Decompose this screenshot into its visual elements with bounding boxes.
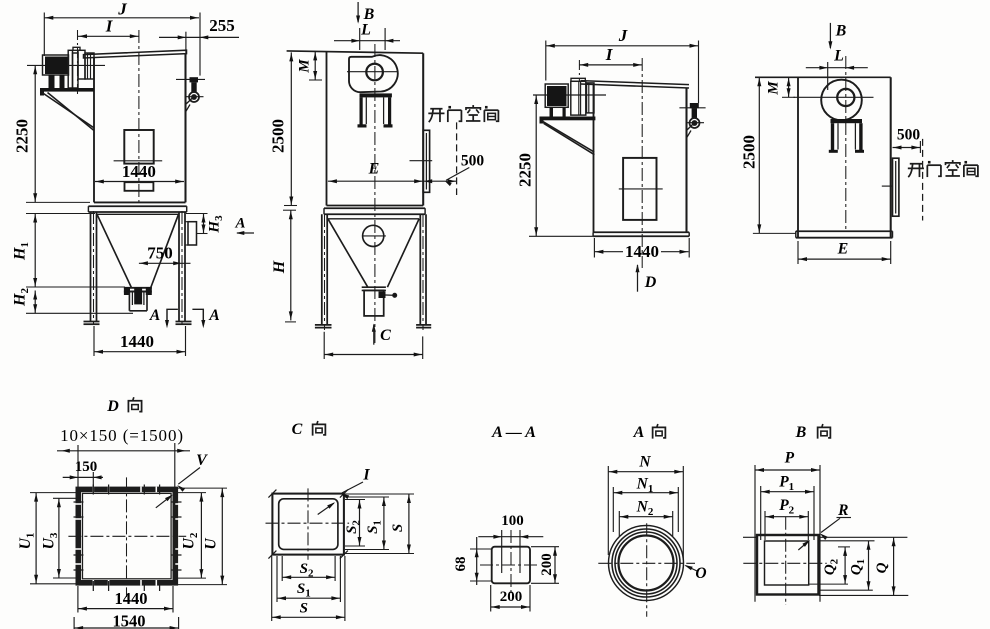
svg-text:N1: N1: [636, 475, 654, 495]
svg-text:S1: S1: [365, 520, 384, 534]
svg-text:S2: S2: [300, 561, 314, 580]
svg-text:V: V: [196, 452, 208, 469]
svg-text:M: M: [766, 81, 782, 96]
svg-text:A: A: [208, 307, 219, 324]
svg-text:P2: P2: [779, 497, 794, 517]
svg-text:150: 150: [75, 459, 98, 475]
svg-text:2250: 2250: [516, 153, 535, 187]
svg-text:U3: U3: [41, 532, 61, 549]
svg-text:R: R: [837, 502, 848, 519]
svg-text:H: H: [271, 260, 288, 274]
svg-text:Q2: Q2: [822, 558, 841, 575]
svg-text:A: A: [633, 424, 645, 441]
svg-text:J: J: [618, 26, 628, 45]
svg-text:1440: 1440: [122, 162, 156, 181]
svg-text:2500: 2500: [269, 119, 288, 153]
svg-text:200: 200: [500, 589, 523, 605]
svg-text:68: 68: [453, 557, 469, 572]
svg-text:N2: N2: [636, 499, 654, 519]
svg-text:B: B: [795, 424, 807, 441]
svg-text:D: D: [106, 398, 119, 415]
svg-text:C: C: [380, 327, 391, 344]
svg-text:P: P: [785, 450, 795, 467]
svg-text:1540: 1540: [113, 612, 146, 629]
svg-text:500: 500: [461, 153, 485, 170]
svg-text:M: M: [297, 59, 313, 74]
svg-text:I: I: [362, 467, 370, 484]
svg-text:A: A: [234, 216, 245, 232]
svg-text:255: 255: [209, 16, 235, 35]
svg-text:1440: 1440: [120, 332, 154, 351]
svg-text:P1: P1: [779, 474, 794, 494]
svg-text:Q1: Q1: [849, 559, 868, 575]
svg-text:D: D: [644, 274, 657, 291]
svg-text:A: A: [149, 307, 160, 324]
svg-text:Q: Q: [874, 562, 890, 573]
svg-text:B: B: [363, 6, 375, 23]
svg-text:N: N: [638, 454, 651, 471]
svg-text:S2: S2: [344, 520, 363, 534]
svg-text:H2: H2: [12, 288, 32, 307]
svg-text:H1: H1: [12, 242, 32, 261]
svg-text:A — A: A — A: [491, 424, 536, 441]
svg-text:200: 200: [539, 553, 555, 576]
svg-text:B: B: [835, 23, 847, 40]
svg-text:500: 500: [897, 127, 921, 144]
svg-text:U2: U2: [181, 532, 201, 549]
svg-text:S: S: [300, 601, 308, 617]
svg-text:750: 750: [147, 244, 173, 263]
svg-text:I: I: [605, 45, 614, 64]
svg-text:2500: 2500: [740, 135, 759, 169]
svg-text:10×150 (=1500): 10×150 (=1500): [60, 426, 184, 445]
svg-text:H3: H3: [207, 215, 226, 234]
svg-text:U: U: [203, 538, 220, 550]
svg-text:J: J: [117, 0, 127, 19]
svg-text:L: L: [360, 22, 371, 39]
svg-text:1440: 1440: [625, 242, 659, 261]
svg-text:O: O: [695, 565, 706, 582]
svg-text:2250: 2250: [13, 119, 32, 153]
svg-text:I: I: [105, 17, 114, 36]
svg-text:E: E: [837, 241, 849, 258]
svg-text:U1: U1: [17, 533, 37, 550]
svg-text:S: S: [390, 524, 406, 532]
svg-text:L: L: [833, 48, 844, 65]
svg-text:C: C: [292, 421, 303, 438]
svg-text:100: 100: [501, 513, 524, 529]
svg-text:E: E: [368, 161, 380, 178]
svg-text:S1: S1: [297, 581, 311, 600]
svg-text:1440: 1440: [115, 589, 148, 608]
